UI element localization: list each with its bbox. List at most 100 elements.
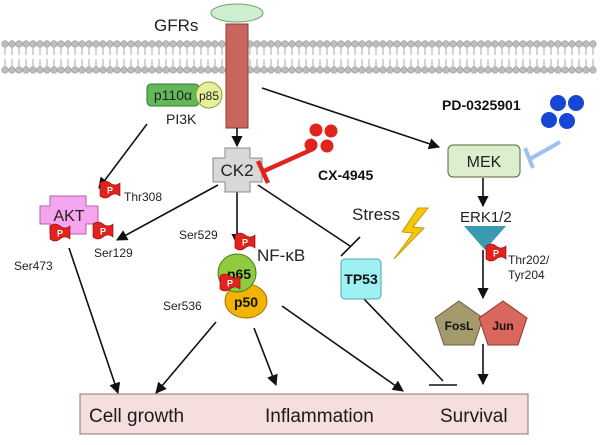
lipid-head [281,66,289,74]
lipid-head [155,40,163,48]
lipid-head [176,66,184,74]
lipid-head [183,66,191,74]
lipid-head [64,66,72,74]
lipid-head [491,66,499,74]
phospho-flag-label: P [100,227,106,237]
lipid-head [169,40,177,48]
lipid-head [435,40,443,48]
lipid-head [435,66,443,74]
lipid-head [477,40,485,48]
ap1-complex: FosL Jun [434,300,528,346]
lipid-head [218,40,226,48]
phospho-flag-label: P [57,229,63,239]
lipid-head [449,40,457,48]
lipid-head [106,66,114,74]
tp53-node: TP53 [340,258,382,300]
akt-site-ser129: Ser129 [94,246,133,260]
lipid-head [1,40,9,48]
lipid-head [309,66,317,74]
outcome-inflammation: Inflammation [265,406,374,427]
arrow-nfkb-to-growth [155,321,217,394]
lipid-head [141,40,149,48]
lipid-head [421,40,429,48]
connectors [68,87,489,395]
lipid-head [162,66,170,74]
lipid-head [561,66,569,74]
lipid-head [463,66,471,74]
lipid-head [449,66,457,74]
lipid-head [316,40,324,48]
lipid-head [190,40,198,48]
lipid-head [372,40,380,48]
lipid-head [8,66,16,74]
lipid-head [120,40,128,48]
lipid-head [526,40,534,48]
lipid-head [190,66,198,74]
lipid-head [204,66,212,74]
inhibit-ck2-to-tp53 [257,184,351,247]
lipid-head [302,66,310,74]
lipid-head [309,40,317,48]
lipid-head [15,66,23,74]
inhibit-tp53-to-survival [363,298,444,382]
lipid-head [29,40,37,48]
lipid-head [99,40,107,48]
lipid-head [204,40,212,48]
phospho-flag-shape [49,223,71,242]
pd0325901-inhibitor [523,95,584,169]
phospho-flag-label: P [493,249,499,259]
lipid-head [15,40,23,48]
lipid-head [106,40,114,48]
lipid-head [148,40,156,48]
p85-label: p85 [199,89,219,103]
lipid-head [428,66,436,74]
arrow-nfkb-to-survival [281,305,404,392]
pd-molecule-dot [559,113,575,129]
lipid-head [267,40,275,48]
lipid-head [512,66,520,74]
stress-lightning-icon [393,207,430,260]
erk-site-tyr204: Tyr204 [508,268,545,282]
lipid-head [400,66,408,74]
arrow-akt-to-growth [68,247,121,395]
cx4945-molecule-dot [304,138,318,152]
lipid-head [372,66,380,74]
lipid-head [540,40,548,48]
lipid-head [127,40,135,48]
lipid-head [274,66,282,74]
lipid-head [442,40,450,48]
lipid-head [351,66,359,74]
nfkb-label: NF-κB [257,246,305,265]
lipid-head [498,40,506,48]
nfkb-site-ser536: Ser536 [163,299,202,313]
lipid-head [393,66,401,74]
lipid-head [533,66,541,74]
cx4945-inhibitor [255,123,338,184]
lipid-head [64,40,72,48]
phospho-flag-shape [485,243,507,262]
lipid-head [113,40,121,48]
lipid-head [568,40,576,48]
outcome-survival: Survival [440,406,508,427]
fosl-label: FosL [445,319,474,333]
phospho-flag-shape [99,180,121,199]
p110-label: p110α [154,87,192,103]
pd-molecule-dot [568,95,584,111]
lipid-head [78,66,86,74]
lipid-head [414,66,422,74]
phospho-flag-label: P [107,186,113,196]
lipid-head [533,40,541,48]
lipid-head [176,40,184,48]
cx4945-molecule-dot [309,123,323,137]
lipid-head [281,40,289,48]
lipid-head [302,40,310,48]
lipid-head [267,66,275,74]
gfrs-label: GFRs [154,16,198,35]
lipid-head [484,40,492,48]
arrow-pi3k-to-akt [98,123,148,189]
phospho-flag-shape [92,221,114,240]
lipid-head [43,40,51,48]
lipid-head [512,40,520,48]
lipid-head [113,66,121,74]
lipid-head [323,40,331,48]
